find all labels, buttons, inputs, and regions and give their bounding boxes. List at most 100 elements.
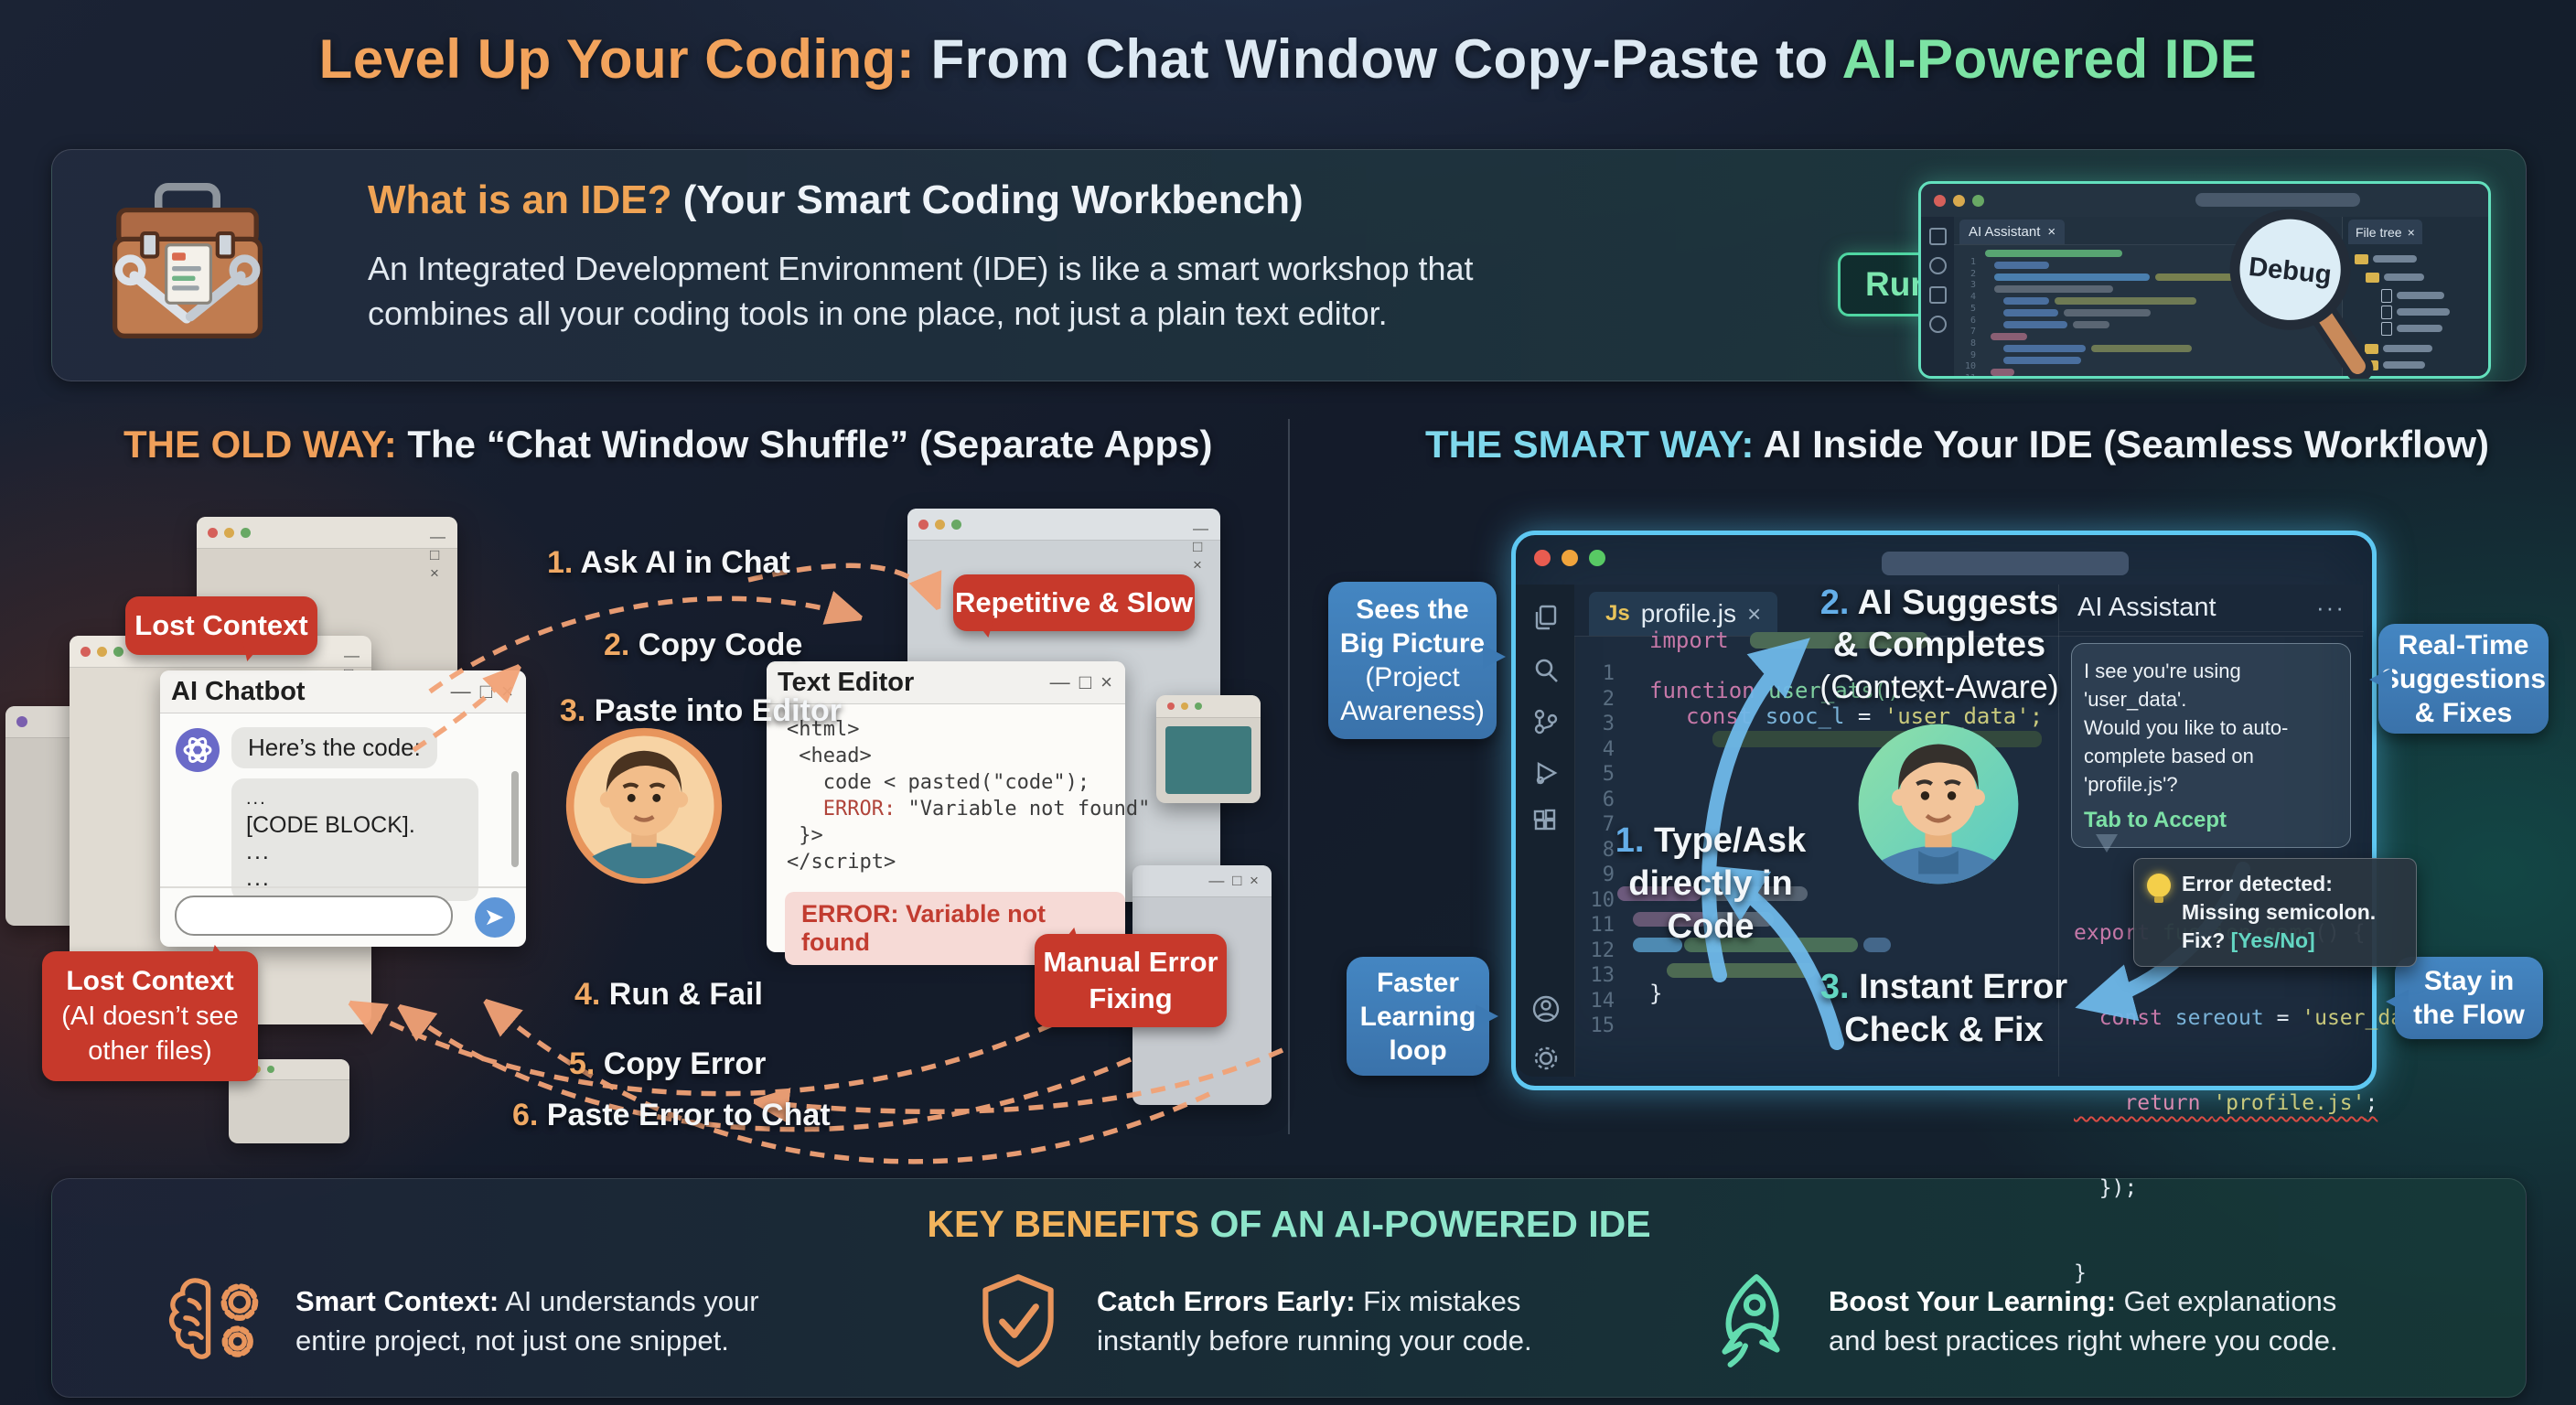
editor-code: <html> <head> code < pasted("code"); ERR… bbox=[787, 718, 1151, 874]
code-line-15: } bbox=[1649, 981, 1663, 1006]
ide-activity-bar bbox=[1516, 585, 1575, 1077]
old-step-6: 6. Paste Error to Chat bbox=[512, 1098, 831, 1132]
extensions-icon[interactable] bbox=[1531, 808, 1561, 837]
real-time-badge: Real-Time Suggestions & Fixes bbox=[2369, 624, 2549, 734]
extensions-icon[interactable] bbox=[1929, 316, 1947, 333]
close-icon[interactable]: × bbox=[2407, 224, 2415, 240]
close-icon[interactable]: × bbox=[2047, 224, 2056, 240]
title-part-white: From Chat Window Copy-Paste to bbox=[915, 28, 1842, 90]
mini-tab-file-tree[interactable]: File tree × bbox=[2348, 220, 2422, 244]
mini-code-area: 1 2 3 4 5 6 7 8 9 10 11 bbox=[1954, 248, 2342, 376]
window-controls[interactable]: — □ × bbox=[1049, 670, 1114, 693]
traffic-lights bbox=[1934, 195, 1984, 211]
title-part-orange: Level Up Your Coding: bbox=[318, 28, 916, 90]
benefits-heading: KEY BENEFITS OF AN AI-POWERED IDE bbox=[927, 1203, 1651, 1245]
code-line-1: import bbox=[1649, 627, 1729, 653]
traffic-lights bbox=[1534, 550, 1616, 571]
banner-body: An Integrated Development Environment (I… bbox=[368, 246, 1474, 336]
assistant-suggestion-bubble: I see you're using 'user_data'. Would yo… bbox=[2071, 643, 2351, 853]
folder-icon bbox=[2366, 272, 2379, 283]
rocket-icon bbox=[1722, 1274, 1780, 1367]
page-title: Level Up Your Coding: From Chat Window C… bbox=[0, 27, 2576, 91]
banner-heading-rest: (Your Smart Coding Workbench) bbox=[671, 177, 1304, 222]
chat-input[interactable] bbox=[175, 896, 453, 936]
old-way-heading-bold: THE OLD WAY: bbox=[123, 423, 397, 466]
smart-step-3: 3. Instant Error Check & Fix bbox=[1819, 968, 2068, 1049]
ide-definition-banner: What is an IDE? (Your Smart Coding Workb… bbox=[51, 149, 2527, 381]
stay-in-flow-badge: Stay in the Flow bbox=[2386, 957, 2543, 1039]
banner-body-line1: An Integrated Development Environment (I… bbox=[368, 250, 1474, 287]
window-controls[interactable]: — □ × bbox=[1208, 872, 1261, 889]
window-controls[interactable]: — □ × bbox=[344, 646, 361, 701]
smart-way-heading-rest: AI Inside Your IDE (Seamless Workflow) bbox=[1754, 423, 2489, 466]
manual-error-badge: Manual Error Fixing bbox=[1035, 934, 1227, 1027]
send-icon bbox=[486, 909, 504, 926]
old-step-1: 1. Ask AI in Chat bbox=[547, 545, 790, 580]
files-icon[interactable] bbox=[1531, 603, 1561, 632]
chatbot-titlebar: AI Chatbot — □ × bbox=[160, 670, 526, 713]
window-controls[interactable]: — □ × bbox=[430, 527, 447, 582]
account-icon[interactable] bbox=[1531, 994, 1561, 1024]
search-icon[interactable] bbox=[1531, 656, 1561, 685]
brain-gears-icon bbox=[168, 1278, 259, 1359]
chat-message-bubble: Here’s the code: bbox=[231, 727, 437, 768]
mini-line-numbers: 1 2 3 4 5 6 7 8 9 10 11 bbox=[1964, 257, 1976, 379]
old-way-heading: THE OLD WAY: The “Chat Window Shuffle” (… bbox=[123, 423, 1212, 467]
old-step-5: 5. Copy Error bbox=[569, 1046, 767, 1081]
file-icon bbox=[2381, 305, 2392, 319]
repetitive-slow-badge: Repetitive & Slow bbox=[953, 574, 1195, 631]
happy-coder-avatar bbox=[1858, 724, 2019, 885]
key-benefits-bar: KEY BENEFITS OF AN AI-POWERED IDE Smart … bbox=[51, 1178, 2527, 1398]
window-controls[interactable]: — □ × bbox=[1193, 519, 1210, 574]
mini-tab-label: AI Assistant bbox=[1969, 224, 2041, 240]
source-control-icon[interactable] bbox=[1531, 707, 1561, 736]
debug-icon[interactable] bbox=[1531, 758, 1561, 788]
mini-ide-screenshot: AI Assistant × ··· 1 2 3 4 5 6 7 8 9 10 … bbox=[1918, 181, 2491, 379]
faster-learning-badge: Faster Learning loop bbox=[1347, 957, 1498, 1076]
old-step-4: 4. Run & Fail bbox=[574, 977, 763, 1012]
smart-way-heading: THE SMART WAY: AI Inside Your IDE (Seaml… bbox=[1425, 423, 2489, 467]
debug-magnifier-icon: Debug bbox=[2229, 209, 2374, 379]
mini-tab-ai-assistant[interactable]: AI Assistant × bbox=[1959, 220, 2066, 244]
frustrated-coder-avatar bbox=[565, 727, 723, 885]
old-way-heading-rest: The “Chat Window Shuffle” (Separate Apps… bbox=[396, 423, 1213, 466]
gear-icon[interactable] bbox=[1531, 1044, 1561, 1073]
chat-footer bbox=[160, 886, 526, 947]
source-control-icon[interactable] bbox=[1929, 286, 1947, 304]
banner-heading-bold: What is an IDE? bbox=[368, 177, 672, 222]
file-icon bbox=[2381, 288, 2392, 303]
smart-way-heading-bold: THE SMART WAY: bbox=[1425, 423, 1755, 466]
window-controls[interactable]: — □ × bbox=[450, 680, 515, 702]
toolbox-icon bbox=[112, 183, 263, 338]
smart-step-2: 2. AI Suggests & Completes (Context-Awar… bbox=[1819, 584, 2059, 705]
ide-line-numbers: 1 2 3 4 5 6 7 8 9 10 11 12 13 14 15 bbox=[1590, 662, 1615, 1037]
benefit-catch-errors: Catch Errors Early: Fix mistakes instant… bbox=[967, 1267, 1532, 1375]
old-step-3: 3. Paste into Editor bbox=[560, 693, 842, 728]
files-icon[interactable] bbox=[1929, 228, 1947, 245]
mini-tree-label: File tree bbox=[2356, 224, 2402, 240]
ide-tab-bar: Js profile.js × bbox=[1574, 585, 2363, 637]
openai-logo-icon bbox=[176, 728, 220, 772]
ai-chatbot-window: AI Chatbot — □ × Here’s the code: ... [C… bbox=[160, 670, 526, 947]
shield-check-icon bbox=[982, 1274, 1054, 1367]
chat-code-bubble: ... [CODE BLOCK]. ... ... bbox=[231, 778, 478, 901]
yes-no-action[interactable]: [Yes/No] bbox=[2230, 928, 2315, 952]
mini-file-tree: File tree × bbox=[2342, 217, 2488, 376]
assistant-header: AI Assistant ··· bbox=[2059, 585, 2364, 632]
send-button[interactable] bbox=[475, 897, 515, 938]
close-icon[interactable]: × bbox=[1746, 599, 1762, 627]
folder-icon bbox=[2365, 343, 2378, 354]
tab-profile-js[interactable]: Js profile.js × bbox=[1589, 592, 1778, 636]
lost-context-files-badge: Lost Context (AI doesn’t see other files… bbox=[42, 951, 258, 1081]
section-divider bbox=[1288, 419, 1290, 1134]
folder-icon bbox=[2355, 253, 2368, 264]
benefit-smart-context: Smart Context: AI understands your entir… bbox=[160, 1267, 759, 1375]
scrollbar[interactable] bbox=[511, 771, 519, 867]
tab-to-accept[interactable]: Tab to Accept bbox=[2084, 808, 2227, 832]
search-icon[interactable] bbox=[1929, 257, 1947, 274]
mini-activity-bar bbox=[1921, 217, 1954, 376]
ellipsis-icon[interactable]: ··· bbox=[2316, 594, 2345, 621]
ide-titlebar-pill bbox=[1882, 552, 2129, 575]
banner-heading: What is an IDE? (Your Smart Coding Workb… bbox=[368, 177, 1304, 223]
